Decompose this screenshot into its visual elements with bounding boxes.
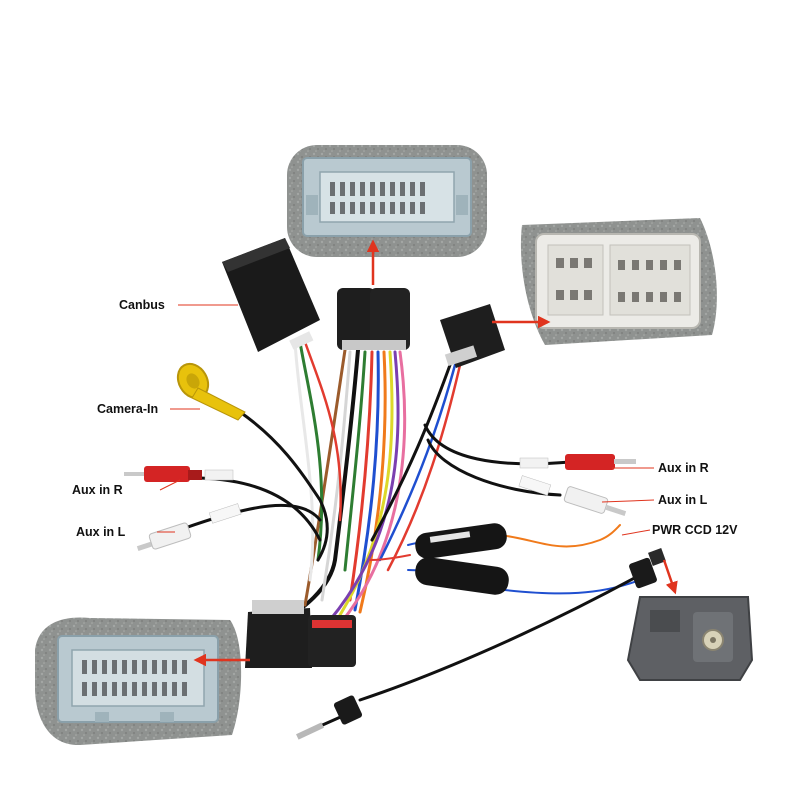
bottom-center-plugs (245, 600, 356, 668)
cable-bundle (183, 340, 642, 737)
top-harness-connector (287, 145, 487, 257)
right-connector-pins (556, 258, 681, 302)
camera-rca-plug (176, 362, 246, 421)
label-aux-in-r-right: Aux in R (658, 461, 709, 475)
label-canbus: Canbus (119, 298, 165, 312)
canbus-module (222, 238, 320, 352)
bottom-left-connector (35, 617, 242, 746)
right-aux-r-plug (519, 454, 636, 470)
pointer-arrows (193, 239, 678, 667)
label-pwr-ccd-12v: PWR CCD 12V (652, 523, 738, 537)
label-leader-lines (157, 304, 655, 536)
label-camera-in: Camera-In (97, 402, 159, 416)
bottom-right-connector (626, 596, 754, 681)
label-aux-in-l-left: Aux in L (76, 525, 126, 539)
right-white-connector (520, 218, 717, 345)
right-aux-l-plug (518, 475, 627, 516)
bottom-left-connector-pins (82, 660, 187, 696)
left-aux-l-plug (136, 503, 242, 551)
left-aux-r-plug (124, 466, 234, 482)
top-right-plug (440, 304, 505, 368)
antenna-plug (296, 695, 363, 740)
top-connector-pins (330, 182, 425, 214)
small-black-connector (629, 548, 666, 589)
top-center-plugs (337, 288, 410, 350)
label-aux-in-r-left: Aux in R (72, 483, 123, 497)
label-aux-in-l-right: Aux in L (658, 493, 708, 507)
inline-filter-modules (415, 523, 509, 595)
